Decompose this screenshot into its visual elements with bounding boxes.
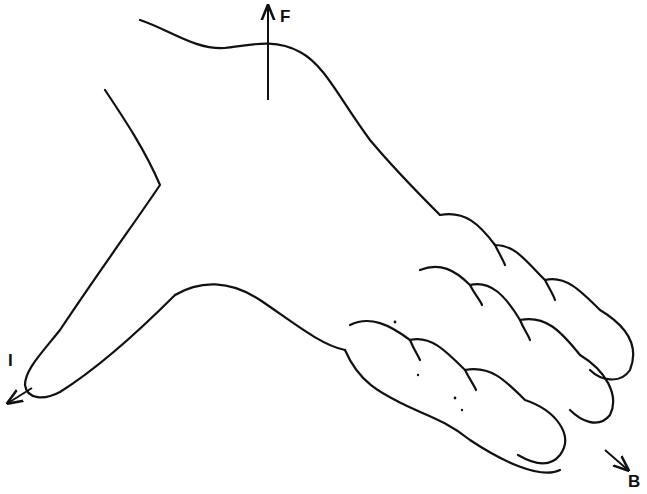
force-arrow — [267, 6, 269, 100]
label-holder: F — [280, 8, 290, 26]
label-holder: B — [628, 473, 640, 491]
label-holder: I — [8, 352, 13, 370]
current-arrow — [8, 388, 32, 403]
skin-dots — [394, 321, 464, 412]
vector-arrows — [8, 6, 628, 470]
axis-label: B — [628, 472, 640, 491]
field-arrow — [605, 450, 628, 470]
axis-label: I — [8, 351, 13, 370]
axis-label: F — [280, 7, 290, 26]
hand-outline — [25, 20, 633, 473]
